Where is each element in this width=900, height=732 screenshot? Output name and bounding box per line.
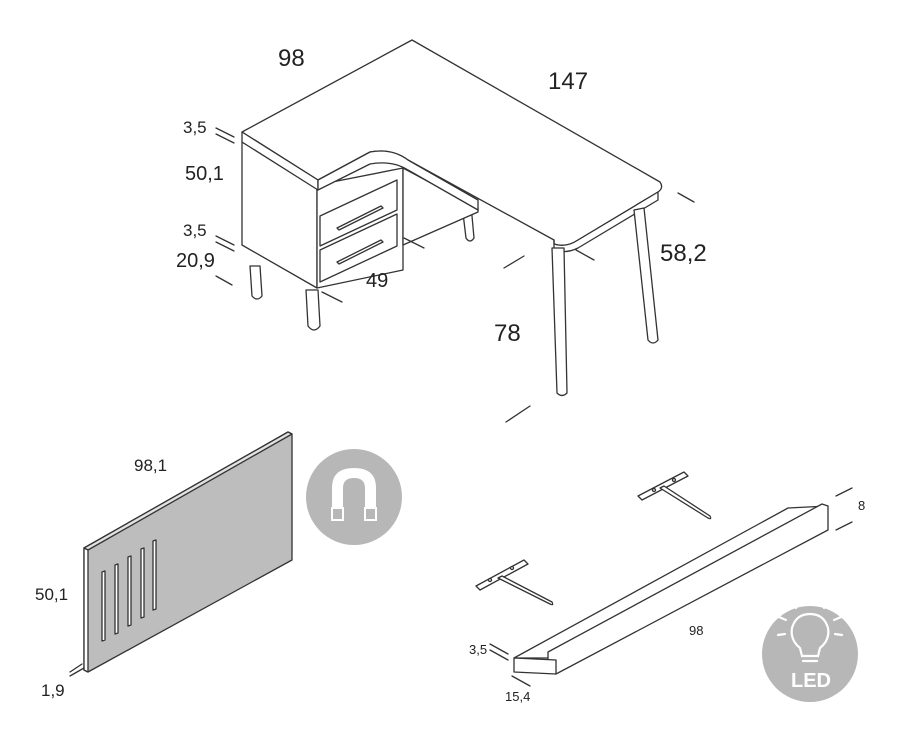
dim-shelf-height: 8 xyxy=(858,498,866,513)
led-bulb-icon xyxy=(776,594,844,663)
dim-desk-top-thickness: 3,5 xyxy=(183,118,207,137)
board-face xyxy=(83,431,293,673)
dim-total-height: 78 xyxy=(494,320,521,347)
dim-desk-depth-left: 98 xyxy=(278,45,305,72)
led-label: LED xyxy=(791,670,831,692)
board-slot-2 xyxy=(114,563,119,635)
dim-shelf-thickness: 3,5 xyxy=(469,642,488,657)
led-badge xyxy=(762,594,858,702)
desk-leg-front-mid xyxy=(305,289,321,331)
wall-bracket-upper xyxy=(637,471,712,520)
desk-leg-long-right xyxy=(633,207,659,344)
shelf-front xyxy=(513,657,557,675)
dim-drawer-width: 49 xyxy=(366,270,389,292)
desk-top-edge-inner xyxy=(317,150,479,211)
dim-desk-width-right: 147 xyxy=(548,68,589,95)
dim-leg-height-small: 20,9 xyxy=(176,250,215,272)
board-edge-side xyxy=(83,547,89,673)
desk-leg-front-left xyxy=(249,265,263,300)
board-slot-1 xyxy=(101,570,106,642)
magnetic-board xyxy=(69,431,293,677)
magnet-badge xyxy=(306,449,402,545)
drawer-lower xyxy=(319,213,398,283)
wall-bracket-lower xyxy=(475,559,554,606)
dim-board-width: 98,1 xyxy=(134,456,168,475)
dim-bottom-thickness: 3,5 xyxy=(183,221,207,240)
board-slot-5 xyxy=(152,539,157,611)
board-slot-4 xyxy=(140,547,145,619)
dim-right-depth: 58,2 xyxy=(660,240,707,267)
dim-board-thickness: 1,9 xyxy=(41,681,65,700)
dim-shelf-length: 98 xyxy=(689,623,704,638)
led-shelf xyxy=(489,487,853,687)
dim-shelf-depth: 15,4 xyxy=(505,689,531,704)
dim-board-height: 50,1 xyxy=(35,585,69,604)
desk-leg-long-front xyxy=(551,247,568,397)
desk-dimension-lines xyxy=(215,127,695,423)
board-slot-3 xyxy=(127,555,132,627)
dim-cabinet-height: 50,1 xyxy=(185,163,224,185)
corner-desk xyxy=(241,39,663,397)
